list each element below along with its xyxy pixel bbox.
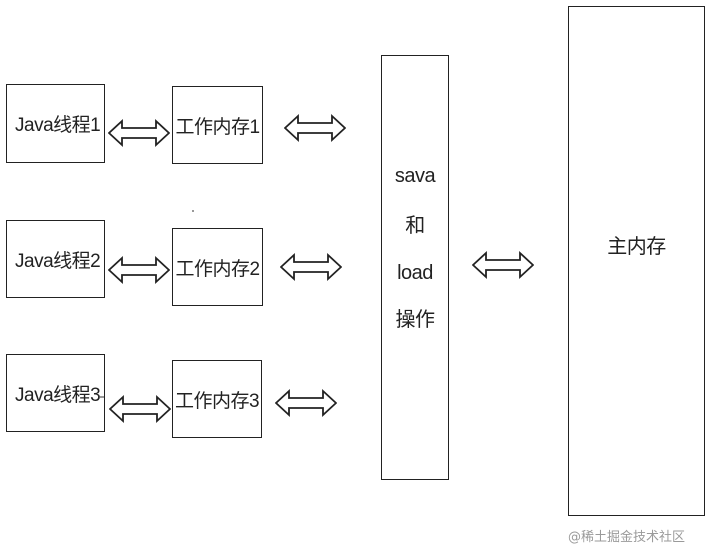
operation-line-2: 和 [405, 215, 425, 237]
java-thread-3-label: Java线程3 [15, 384, 101, 406]
double-arrow-icon [280, 252, 342, 282]
java-thread-3-box: Java线程3 [6, 354, 105, 432]
watermark-text: @稀土掘金技术社区 [568, 530, 686, 545]
main-memory-label: 主内存 [607, 236, 666, 258]
work-memory-3-box: 工作内存3 [172, 360, 262, 438]
java-thread-2-label: Java线程2 [15, 250, 101, 272]
double-arrow-icon [108, 255, 170, 285]
main-memory-box: 主内存 [568, 6, 705, 516]
operation-line-3: load [397, 262, 433, 284]
stray-dot [100, 396, 104, 398]
double-arrow-icon [275, 388, 337, 418]
java-thread-2-box: Java线程2 [6, 220, 105, 298]
work-memory-1-label: 工作内存1 [175, 116, 260, 138]
double-arrow-icon [472, 250, 534, 280]
double-arrow-icon [284, 113, 346, 143]
work-memory-2-box: 工作内存2 [172, 228, 263, 306]
double-arrow-icon [108, 118, 170, 148]
java-thread-1-box: Java线程1 [6, 84, 105, 163]
operation-line-4: 操作 [395, 309, 436, 331]
operation-line-1: sava [394, 165, 436, 187]
work-memory-2-label: 工作内存2 [175, 258, 260, 280]
work-memory-3-label: 工作内存3 [174, 390, 260, 412]
work-memory-1-box: 工作内存1 [172, 86, 263, 164]
java-thread-1-label: Java线程1 [15, 115, 101, 136]
save-load-operation-box: sava 和 load 操作 [381, 55, 449, 480]
double-arrow-icon [109, 394, 171, 424]
stray-dot [192, 210, 194, 212]
